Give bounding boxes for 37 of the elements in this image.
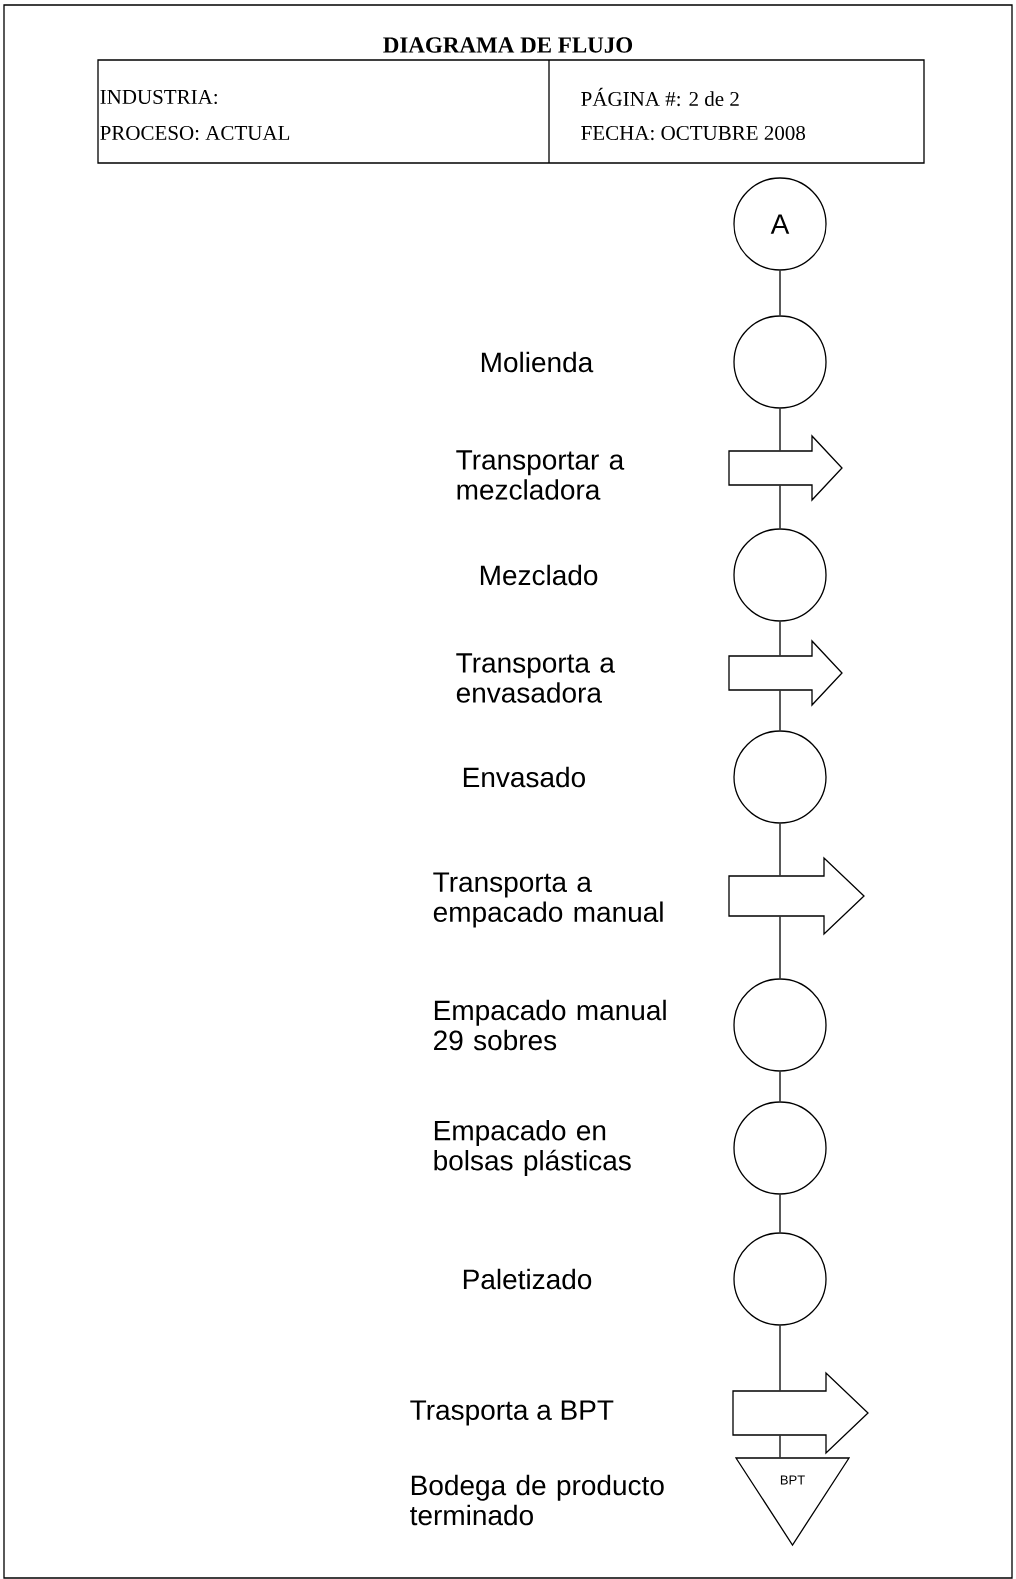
flow-line (779, 823, 781, 876)
step-label: Transporta a empacado manual (433, 872, 663, 928)
flow-line (779, 621, 781, 656)
header-text: PÁGINA #: 2 de 2 (581, 87, 739, 107)
flow-line (779, 916, 781, 979)
process-circle (733, 730, 827, 824)
flow-line (779, 1071, 781, 1102)
step-label: Empacado manual 29 sobres (434, 999, 666, 1051)
title: DIAGRAMA DE FLUJO (383, 37, 633, 53)
transport-symbol (732, 1371, 869, 1455)
header-text: INDUSTRIA: (100, 89, 217, 105)
step-label: Transportar a mezcladora (456, 450, 625, 500)
flow-line (779, 408, 781, 451)
process-circle (733, 315, 827, 409)
flow-line (779, 485, 781, 529)
transport-symbol (728, 856, 865, 936)
flow-line (779, 1194, 781, 1233)
flow-line (779, 1325, 781, 1391)
flow-line (779, 270, 781, 316)
transport-symbol (728, 434, 843, 502)
flow-line (779, 690, 781, 731)
step-label: Mezclado (480, 564, 598, 586)
step-label: Empacado en bolsas plásticas (434, 1119, 631, 1177)
process-circle (733, 528, 827, 622)
step-label: Trasporta a BPT (410, 1400, 614, 1426)
header-text: FECHA: OCTUBRE 2008 (581, 125, 806, 141)
header-text: PROCESO: ACTUAL (100, 125, 290, 141)
step-label: Paletizado (463, 1268, 592, 1290)
step-label: Envasado (463, 766, 585, 788)
process-circle (733, 978, 827, 1072)
process-circle (733, 1101, 827, 1195)
flow-line (779, 1435, 781, 1458)
step-label: Bodega de producto terminado (410, 1474, 664, 1526)
step-label: Transporta a envasadora (456, 653, 615, 703)
process-circle (733, 1232, 827, 1326)
transport-symbol (728, 639, 843, 707)
step-label: Molienda (481, 351, 594, 373)
